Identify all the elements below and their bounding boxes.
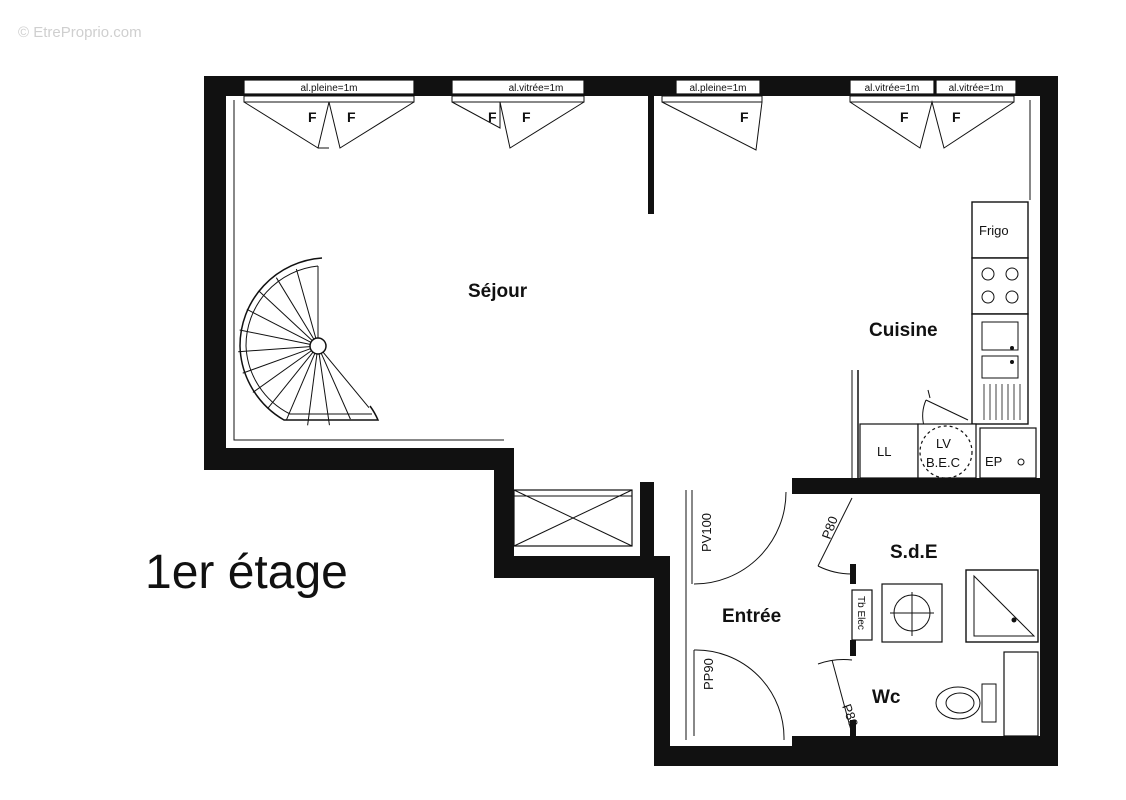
exterior-walls <box>204 76 1058 766</box>
burner-icon <box>981 290 995 304</box>
doors: PV100 PP90 P80 P80 <box>691 389 969 741</box>
stair-tread <box>320 353 351 420</box>
stair-tread <box>246 308 312 343</box>
window-2: al.vitrée=1m F F <box>451 79 585 149</box>
sink-counter <box>971 313 1029 425</box>
sink-basin-icon <box>981 355 1019 379</box>
stair-tread <box>286 353 316 420</box>
window-label: al.vitrée=1m <box>949 83 1004 94</box>
electrical-panel <box>851 589 873 641</box>
door-label-pp90: PP90 <box>701 658 716 690</box>
stair-tread <box>295 268 317 339</box>
window-label: al.pleine=1m <box>301 83 358 94</box>
window-5: al.vitrée=1m <box>935 79 1017 95</box>
ep-label: EP <box>985 454 1002 469</box>
toilet-icon <box>935 683 997 723</box>
door-pp90: PP90 <box>693 649 785 741</box>
stair-tread <box>318 353 330 426</box>
bec-label: B.E.C <box>926 455 960 470</box>
window-label: al.vitrée=1m <box>865 83 920 94</box>
door-p80-sde: P80 <box>817 497 853 575</box>
stair-tread <box>307 353 318 426</box>
door-label-pv100: PV100 <box>699 513 714 552</box>
window-leaf-label: F <box>522 109 531 125</box>
stair-tread <box>267 351 314 409</box>
stair-newel <box>309 337 327 355</box>
tb-elec-label: Tb Elec <box>855 596 866 630</box>
interior-walls <box>640 96 1040 746</box>
water-heater-icon <box>919 425 973 479</box>
bathroom-fixtures: Tb Elec <box>851 569 1039 737</box>
window-leaf-label: F <box>488 109 497 125</box>
room-label-sejour: Séjour <box>468 281 528 302</box>
room-label-sde: S.d.E <box>890 542 938 563</box>
wall-lining <box>233 100 1031 740</box>
door-pv100: PV100 <box>691 490 787 585</box>
room-labels: Séjour Cuisine Entrée S.d.E Wc <box>468 281 938 708</box>
stair-tread <box>242 348 311 374</box>
window-leaf-label: F <box>952 109 961 125</box>
burner-icon <box>1005 267 1019 281</box>
window-leaf-label: F <box>900 109 909 125</box>
stair-tread <box>322 351 370 408</box>
door-label-p80-wc: P80 <box>839 702 861 729</box>
stair-treads <box>238 266 370 426</box>
stair-tread <box>239 329 311 345</box>
laundry-ll <box>859 423 919 479</box>
window-leaf-label: F <box>308 109 317 125</box>
burner-icon <box>1005 290 1019 304</box>
door-p80-wc: P80 <box>817 659 861 735</box>
window-leaf-label: F <box>740 109 749 125</box>
stair-tread <box>275 277 315 340</box>
stair-tread <box>238 346 311 353</box>
watermark: © EtreProprio.com <box>18 24 142 41</box>
stair-tread <box>259 291 313 341</box>
room-label-cuisine: Cuisine <box>869 320 938 341</box>
window-label: al.vitrée=1m <box>509 83 564 94</box>
sink-basin-icon <box>981 321 1019 351</box>
window-4: al.vitrée=1m F F <box>849 79 1015 149</box>
window-3: al.pleine=1m F <box>661 79 763 151</box>
floor-title: 1er étage <box>145 546 348 599</box>
windows: al.pleine=1m F F al.vitrée=1m F F al.ple… <box>243 79 1017 151</box>
cooktop <box>971 257 1029 315</box>
counter-lines <box>983 384 1021 420</box>
spiral-staircase <box>238 257 380 426</box>
window-label: al.pleine=1m <box>690 83 747 94</box>
door-label-p80-sde: P80 <box>819 514 841 541</box>
door-kitchen <box>922 389 969 427</box>
ep-unit <box>979 427 1037 479</box>
kitchen-fixtures: Frigo LL LV B.E.C EP <box>859 201 1037 479</box>
room-label-entree: Entrée <box>722 606 781 627</box>
fridge <box>971 201 1029 259</box>
window-leaf-label: F <box>347 109 356 125</box>
shower-tray <box>965 569 1039 643</box>
stair-tread <box>252 350 312 393</box>
room-label-wc: Wc <box>872 687 901 708</box>
window-1: al.pleine=1m F F <box>243 79 415 149</box>
lv-label: LV <box>936 436 951 451</box>
ll-label: LL <box>877 444 891 459</box>
wc-duct <box>1003 651 1039 737</box>
burner-icon <box>981 267 995 281</box>
floor-opening <box>513 489 633 547</box>
fridge-label: Frigo <box>979 223 1009 238</box>
